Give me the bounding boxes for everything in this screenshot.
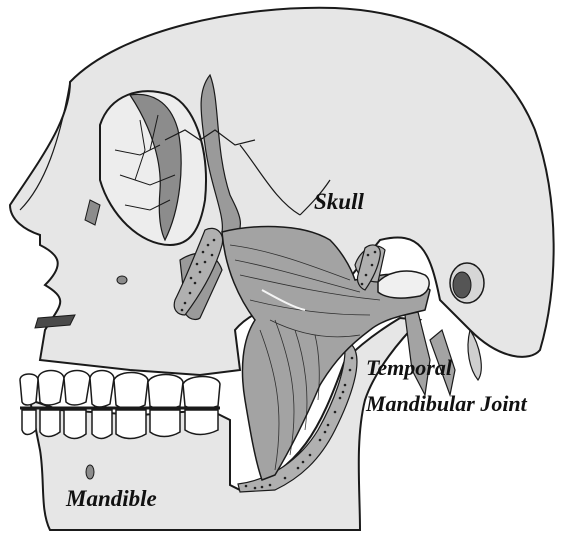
upper-tooth [90,371,114,408]
skull-label: Skull [314,190,364,213]
upper-tooth [148,375,183,410]
upper-tooth [114,373,148,409]
teeth [20,371,220,439]
lower-tooth [92,410,112,439]
lower-tooth [40,410,60,437]
lower-tooth [22,410,36,435]
tmj-label-line1: Temporal [366,357,452,379]
mandible-label: Mandible [66,487,157,510]
lower-tooth [150,410,180,437]
mental-foramen [86,465,94,479]
lower-tooth [185,410,218,435]
tmj-label-line2: Mandibular Joint [366,393,527,415]
upper-tooth [183,377,220,410]
upper-tooth [38,371,64,406]
lower-tooth [64,410,86,439]
upper-tooth [20,374,38,405]
ramus-shadow [405,312,430,395]
ear-canal-inner [453,272,471,298]
lower-tooth [116,410,146,439]
upper-tooth [64,371,90,406]
infraorbital-foramen [117,276,127,284]
